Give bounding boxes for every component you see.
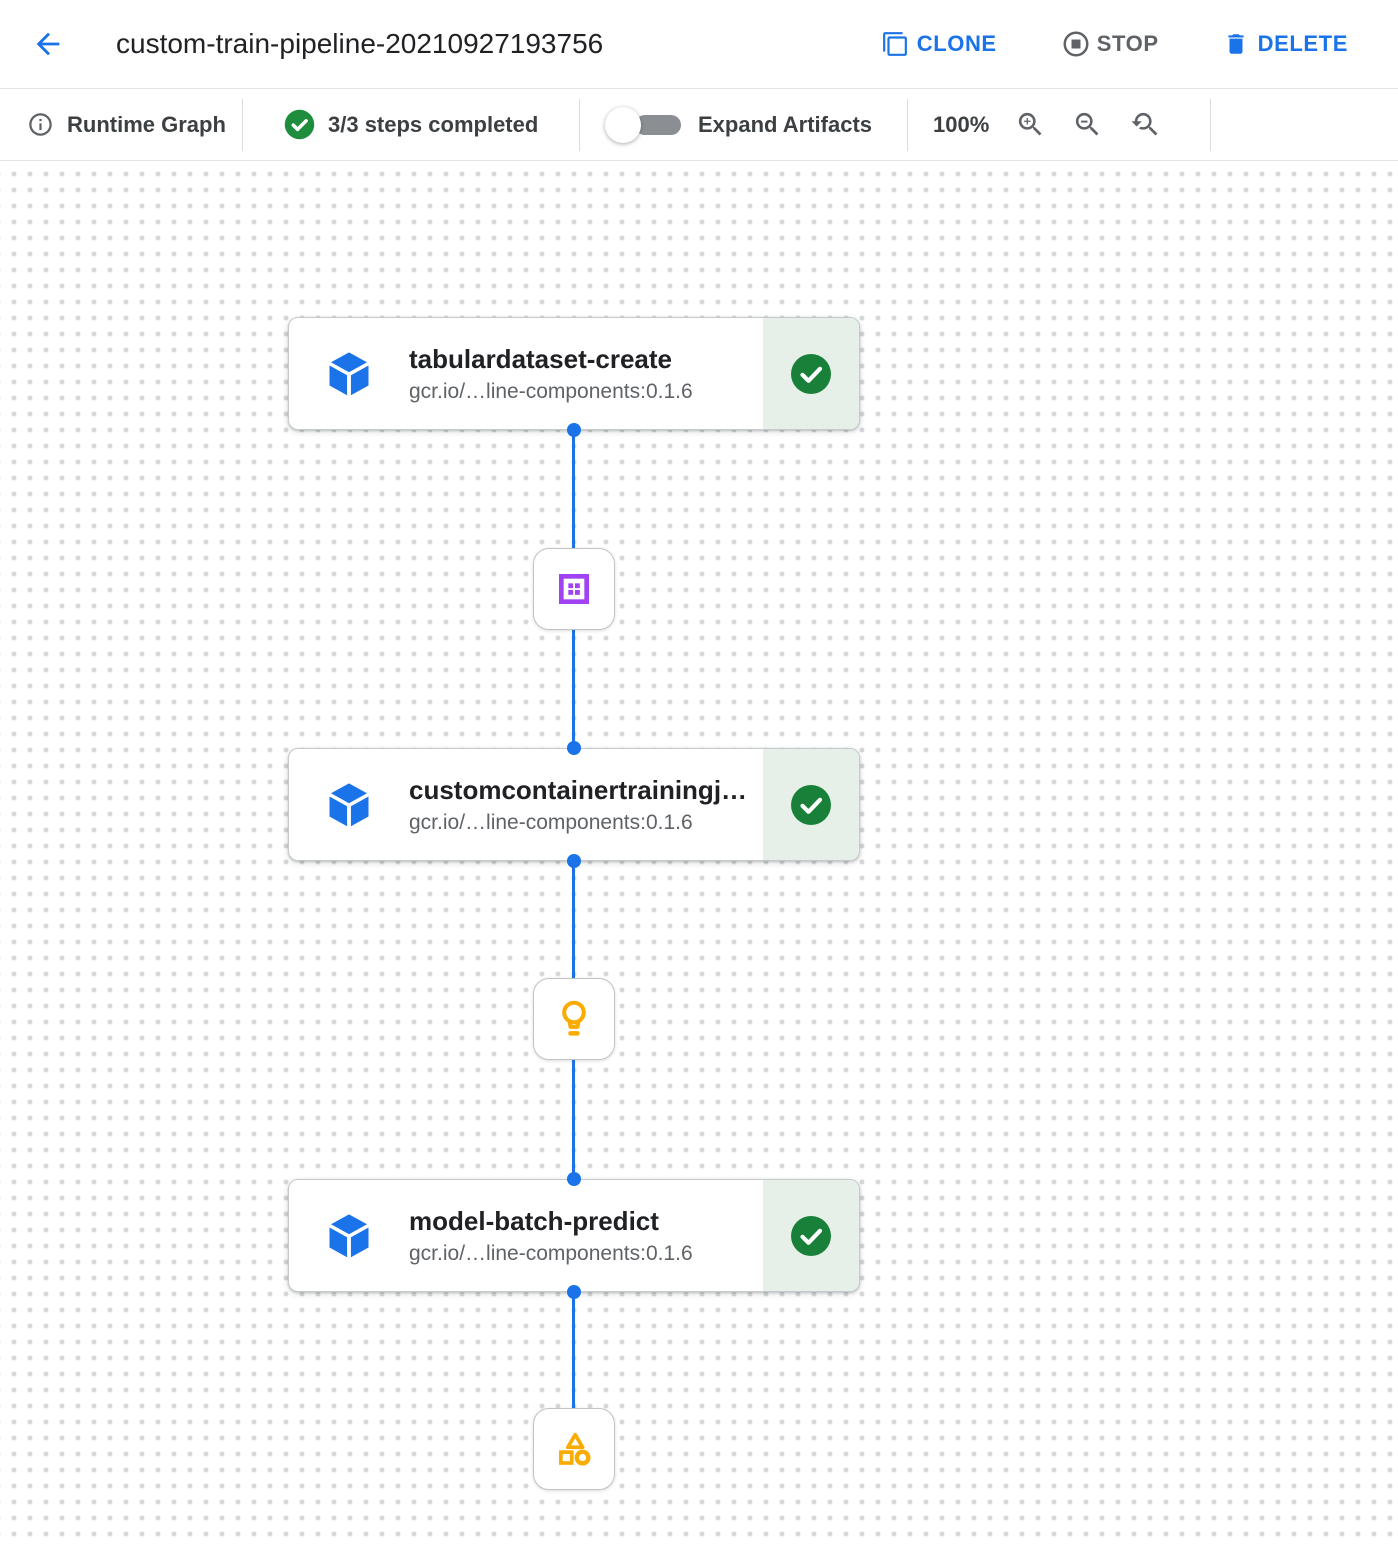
- clone-icon: [882, 31, 908, 57]
- node-title: customcontainertrainingj…: [409, 774, 748, 805]
- connector-dot: [567, 854, 581, 868]
- node-text: customcontainertrainingj… gcr.io/…line-c…: [409, 749, 763, 860]
- connector-line: [572, 430, 575, 1412]
- delete-button[interactable]: DELETE: [1223, 31, 1348, 57]
- stop-button[interactable]: STOP: [1061, 29, 1159, 59]
- zoom-in-icon: [1015, 109, 1046, 140]
- toolbar-divider: [907, 98, 908, 151]
- clone-label: CLONE: [916, 31, 997, 56]
- node-status-section: [763, 318, 859, 429]
- zoom-in-button[interactable]: [1014, 109, 1046, 141]
- clone-button[interactable]: CLONE: [882, 31, 997, 57]
- trash-icon: [1223, 31, 1249, 57]
- custom-artifact-icon: [553, 1428, 595, 1470]
- success-check-icon: [791, 1215, 831, 1256]
- execution-node-customcontainertrainingjob[interactable]: customcontainertrainingj… gcr.io/…line-c…: [288, 748, 860, 861]
- page-title: custom-train-pipeline-20210927193756: [116, 28, 604, 59]
- zoom-reset-button[interactable]: [1128, 109, 1160, 141]
- connector-dot: [567, 1285, 581, 1299]
- back-button[interactable]: [28, 24, 68, 64]
- view-label: Runtime Graph: [67, 111, 226, 137]
- model-icon: [551, 996, 597, 1042]
- node-subtitle: gcr.io/…line-components:0.1.6: [409, 1241, 693, 1265]
- dataset-icon: [554, 569, 594, 609]
- arrow-back-icon: [31, 27, 65, 61]
- success-check-icon: [791, 784, 831, 825]
- header-actions: CLONE STOP DELETE: [882, 29, 1348, 59]
- zoom-out-button[interactable]: [1071, 109, 1103, 141]
- stop-label: STOP: [1096, 31, 1159, 56]
- expand-artifacts-toggle[interactable]: [605, 106, 681, 143]
- component-cube-icon: [289, 749, 409, 860]
- artifact-node-artifact[interactable]: [533, 1408, 615, 1490]
- toggle-thumb: [605, 106, 641, 143]
- component-cube-icon: [289, 1180, 409, 1291]
- component-cube-icon: [289, 318, 409, 429]
- stop-icon: [1061, 29, 1091, 59]
- success-check-icon: [791, 353, 831, 394]
- node-status-section: [763, 1180, 859, 1291]
- zoom-section: 100%: [908, 89, 1210, 160]
- header: custom-train-pipeline-20210927193756 CLO…: [0, 0, 1398, 89]
- zoom-reset-icon: [1129, 109, 1160, 140]
- expand-artifacts-label: Expand Artifacts: [698, 111, 873, 137]
- node-title: model-batch-predict: [409, 1205, 659, 1236]
- artifact-node-dataset[interactable]: [533, 548, 615, 630]
- artifact-node-model[interactable]: [533, 978, 615, 1060]
- connector-dot: [567, 741, 581, 755]
- steps-status-label: 3/3 steps completed: [328, 111, 539, 137]
- steps-status-section: 3/3 steps completed: [243, 89, 579, 160]
- toolbar-divider: [242, 98, 243, 151]
- node-subtitle: gcr.io/…line-components:0.1.6: [409, 810, 693, 834]
- view-section: Runtime Graph: [0, 89, 242, 160]
- success-check-icon: [284, 109, 315, 140]
- connector-dot: [567, 423, 581, 437]
- node-text: tabulardataset-create gcr.io/…line-compo…: [409, 318, 763, 429]
- zoom-out-icon: [1072, 109, 1103, 140]
- node-text: model-batch-predict gcr.io/…line-compone…: [409, 1180, 763, 1291]
- toggle-track: [635, 114, 681, 135]
- zoom-level: 100%: [933, 111, 990, 137]
- toolbar-divider: [579, 98, 580, 151]
- node-title: tabulardataset-create: [409, 343, 672, 374]
- execution-node-model-batch-predict[interactable]: model-batch-predict gcr.io/…line-compone…: [288, 1179, 860, 1292]
- info-icon[interactable]: [27, 111, 54, 138]
- connector-dot: [567, 1172, 581, 1186]
- expand-artifacts-section: Expand Artifacts: [580, 89, 907, 160]
- execution-node-tabulardataset-create[interactable]: tabulardataset-create gcr.io/…line-compo…: [288, 317, 860, 430]
- node-subtitle: gcr.io/…line-components:0.1.6: [409, 379, 693, 403]
- node-status-section: [763, 749, 859, 860]
- toolbar-divider: [1210, 98, 1211, 151]
- toolbar: Runtime Graph 3/3 steps completed Expand…: [0, 89, 1398, 161]
- delete-label: DELETE: [1257, 31, 1348, 56]
- pipeline-canvas[interactable]: tabulardataset-create gcr.io/…line-compo…: [0, 161, 1398, 1543]
